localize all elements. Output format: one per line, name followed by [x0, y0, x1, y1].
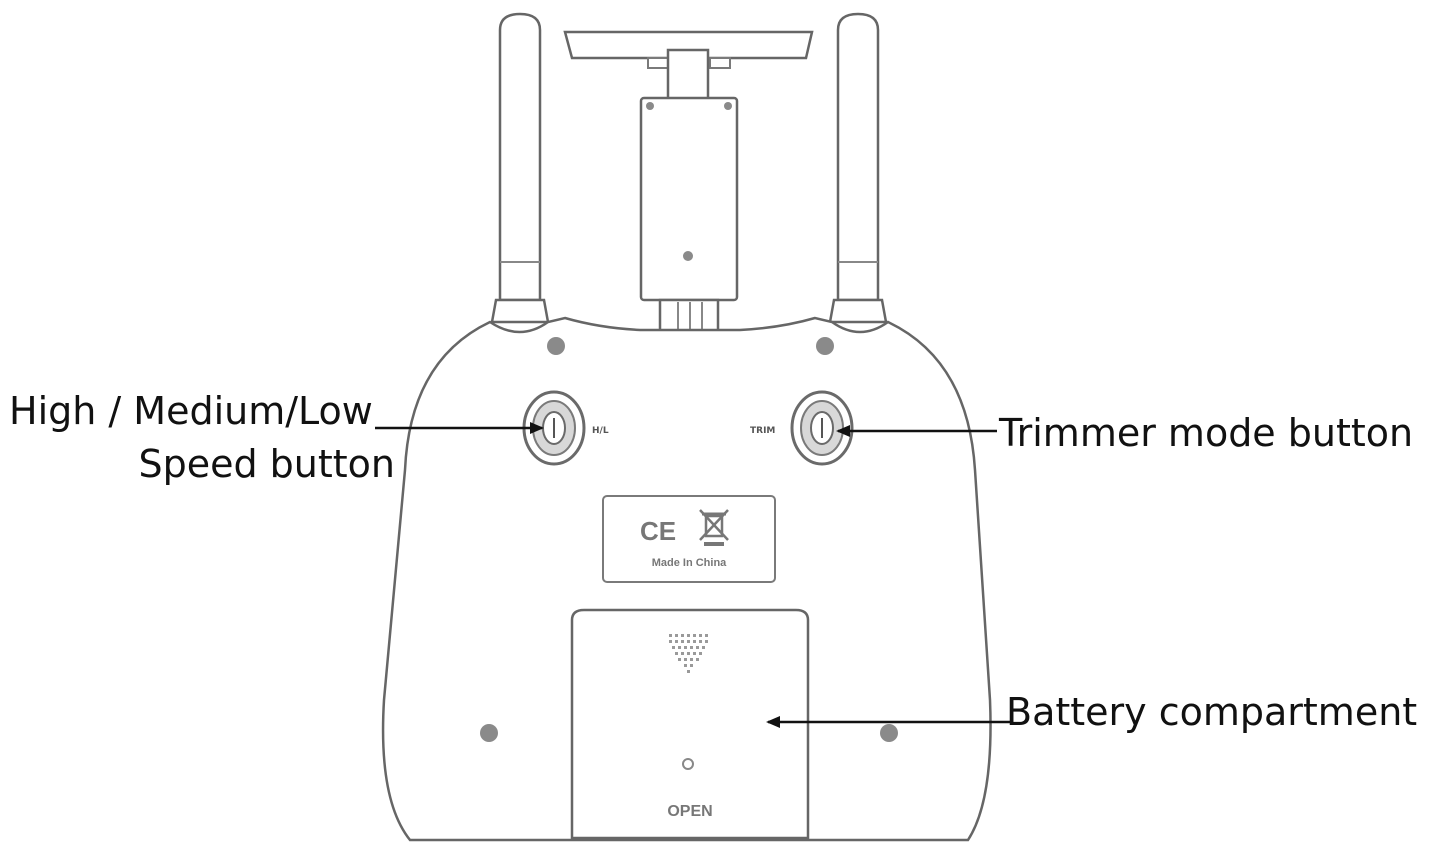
screw-top-right — [816, 337, 834, 355]
right-antenna — [828, 12, 888, 324]
holder-screw — [683, 251, 693, 261]
speed-button-label-line1: High / Medium/Low — [9, 389, 373, 433]
trimmer-button-label: Trimmer mode button — [998, 411, 1413, 455]
cover-screw — [682, 758, 694, 770]
weee-bin-icon — [699, 509, 729, 546]
phone-holder — [563, 30, 814, 336]
open-marking: OPEN — [667, 803, 712, 820]
speed-button-label-line2: Speed button — [138, 442, 395, 486]
certification-label: CE Made In China — [602, 495, 776, 583]
screw-bottom-right — [880, 724, 898, 742]
screw-bottom-left — [480, 724, 498, 742]
battery-cover[interactable]: OPEN — [570, 608, 810, 840]
ce-mark: CE — [640, 516, 676, 546]
left-antenna — [490, 12, 550, 324]
screw-top-left — [547, 337, 565, 355]
made-in-text: Made In China — [652, 557, 727, 569]
trimmer-button-marking: TRIM — [750, 426, 775, 436]
grip-dots-icon — [669, 634, 708, 673]
battery-compartment-label: Battery compartment — [1006, 690, 1417, 734]
trimmer-button[interactable] — [790, 390, 854, 466]
speed-button-marking: H/L — [592, 426, 609, 436]
